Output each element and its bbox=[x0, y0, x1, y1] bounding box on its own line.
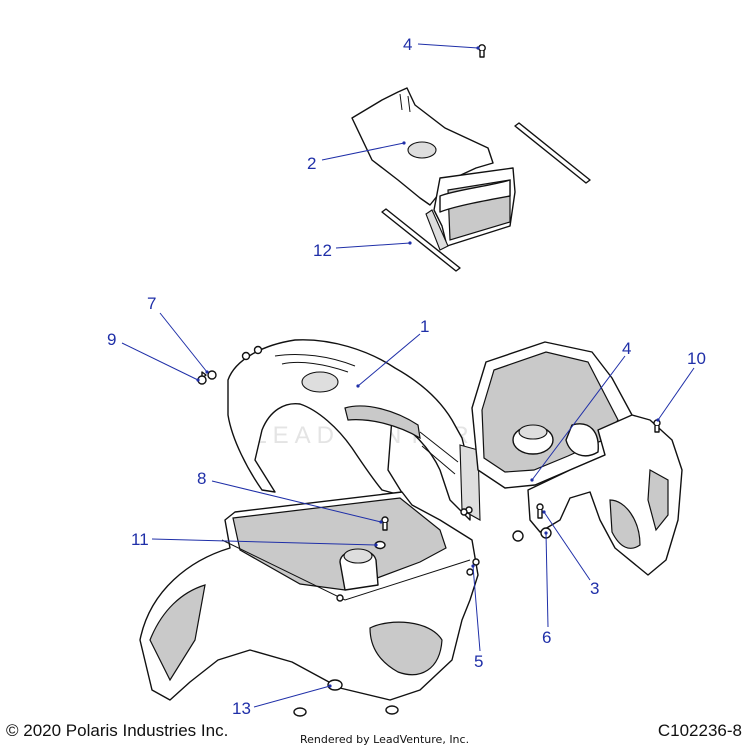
callout-13: 13 bbox=[232, 699, 251, 718]
callout-12: 12 bbox=[313, 241, 332, 260]
callout-6: 6 bbox=[542, 628, 551, 647]
callout-4-top: 4 bbox=[403, 35, 412, 54]
callout-10: 10 bbox=[687, 349, 706, 368]
callout-7: 7 bbox=[147, 294, 156, 313]
callout-8: 8 bbox=[197, 469, 206, 488]
front-cab-part-1 bbox=[227, 339, 481, 521]
drawing-id-text: C102236-8 bbox=[657, 721, 742, 740]
callout-4-right: 4 bbox=[622, 339, 631, 358]
strap-part-12-left bbox=[381, 208, 461, 272]
left-fender-storage bbox=[139, 491, 480, 717]
copyright-text: © 2020 Polaris Industries Inc. bbox=[6, 721, 229, 740]
callout-2: 2 bbox=[307, 154, 316, 173]
strap-part-12-right bbox=[514, 122, 591, 184]
right-fender-storage bbox=[460, 341, 683, 576]
callout-5: 5 bbox=[474, 652, 483, 671]
callout-1: 1 bbox=[420, 317, 429, 336]
callout-3: 3 bbox=[590, 579, 599, 598]
callout-9: 9 bbox=[107, 330, 116, 349]
leader-dots bbox=[196, 46, 660, 688]
rendered-by-text: Rendered by LeadVenture, Inc. bbox=[300, 733, 470, 746]
fastener-top-hood bbox=[241, 345, 263, 361]
leader-lines bbox=[121, 43, 695, 708]
callout-11: 11 bbox=[131, 530, 149, 549]
screw-part-4-top bbox=[478, 44, 486, 58]
storage-bin-part-2 bbox=[351, 87, 516, 251]
